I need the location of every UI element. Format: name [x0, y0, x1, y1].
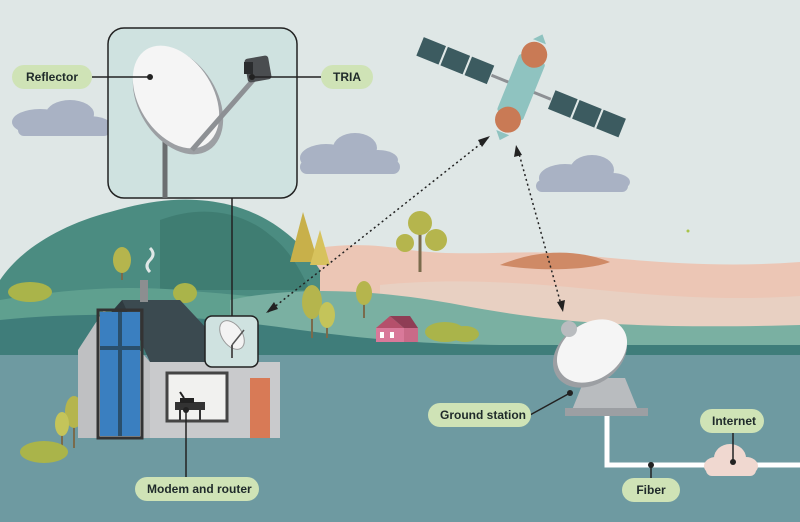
- cloud-icon: [704, 444, 758, 476]
- tria-label: TRIA: [321, 65, 373, 89]
- ground-station-label: Ground station: [428, 403, 531, 427]
- tree-icon: [290, 212, 330, 265]
- tree-icon: [113, 247, 131, 280]
- tree-icon: [302, 285, 335, 338]
- reflector-label: Reflector: [12, 65, 92, 89]
- dish-icon: [132, 45, 272, 198]
- cloud-icon: [12, 100, 112, 136]
- modem-router-label: Modem and router: [135, 477, 259, 501]
- router-icon: [175, 391, 205, 420]
- tree-icon: [396, 211, 447, 272]
- cloud-icon: [300, 133, 400, 174]
- dish-icon: [552, 319, 648, 416]
- internet-label: Internet: [700, 409, 764, 433]
- tree-icon: [356, 281, 372, 318]
- satellite-icon: [413, 34, 629, 141]
- cloud-icon: [536, 155, 630, 192]
- house-icon: [78, 246, 280, 440]
- dish-icon: [219, 320, 245, 358]
- fiber-label: Fiber: [622, 478, 680, 502]
- house-icon: [376, 316, 418, 342]
